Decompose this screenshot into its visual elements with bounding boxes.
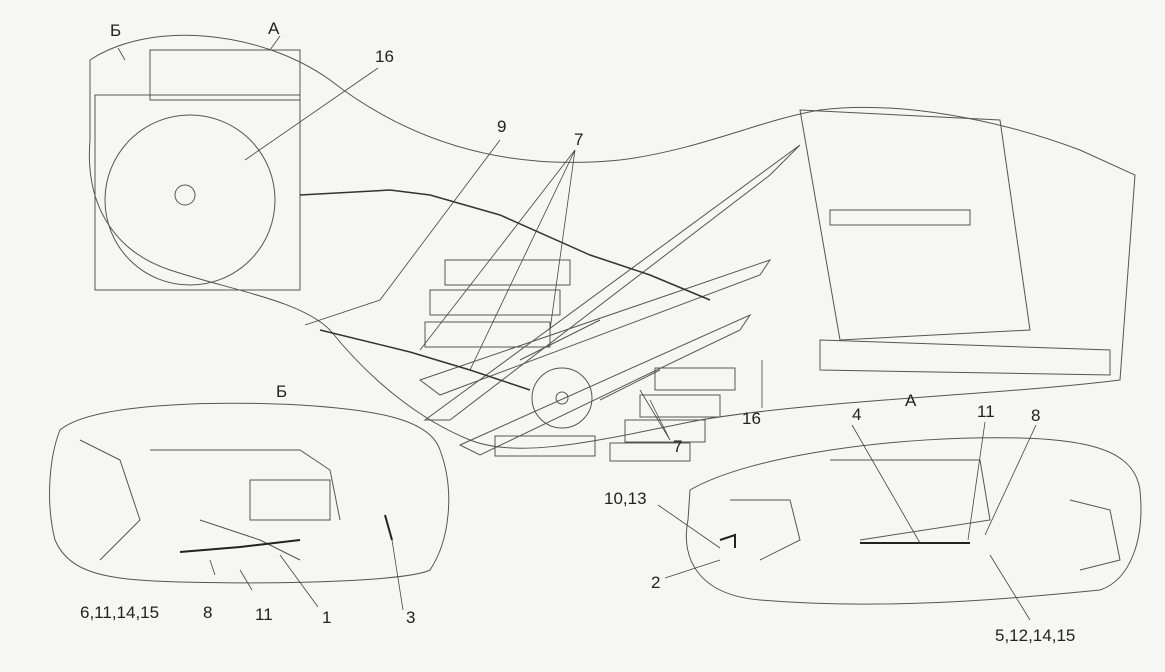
detail-b-outline (49, 402, 450, 584)
callout-10-13: 10,13 (604, 489, 647, 508)
view-a-marker: А (268, 19, 280, 38)
pulley (531, 367, 593, 429)
reel-drum (104, 114, 276, 286)
sensor-cable-b (179, 539, 301, 553)
cable-harness (299, 189, 711, 391)
callout-7-top: 7 (574, 130, 584, 149)
machine-outline (88, 34, 1136, 449)
callout-8-right: 8 (1031, 406, 1041, 425)
callout-16-right: 16 (742, 409, 761, 428)
callout-1: 1 (322, 608, 332, 627)
callout-6-11-14-15: 6,11,14,15 (80, 603, 160, 622)
reel-frame (94, 94, 301, 291)
callout-3: 3 (406, 608, 416, 627)
chevron-logo (418, 144, 801, 462)
callout-11-right: 11 (977, 402, 995, 421)
reel-hub (174, 184, 196, 206)
callout-2: 2 (651, 573, 661, 592)
callout-5-12-14-15: 5,12,14,15 (995, 626, 1076, 645)
callout-4: 4 (852, 405, 862, 424)
view-a-title: А (905, 391, 917, 410)
callout-8-left: 8 (203, 603, 213, 622)
view-b-title: Б (276, 382, 288, 401)
view-b-marker: Б (110, 21, 122, 40)
detail-a-outline (685, 437, 1142, 605)
callout-7-bottom: 7 (673, 437, 683, 456)
callout-16-top: 16 (375, 47, 394, 66)
callout-11-left: 11 (255, 605, 273, 624)
callout-9: 9 (497, 117, 507, 136)
